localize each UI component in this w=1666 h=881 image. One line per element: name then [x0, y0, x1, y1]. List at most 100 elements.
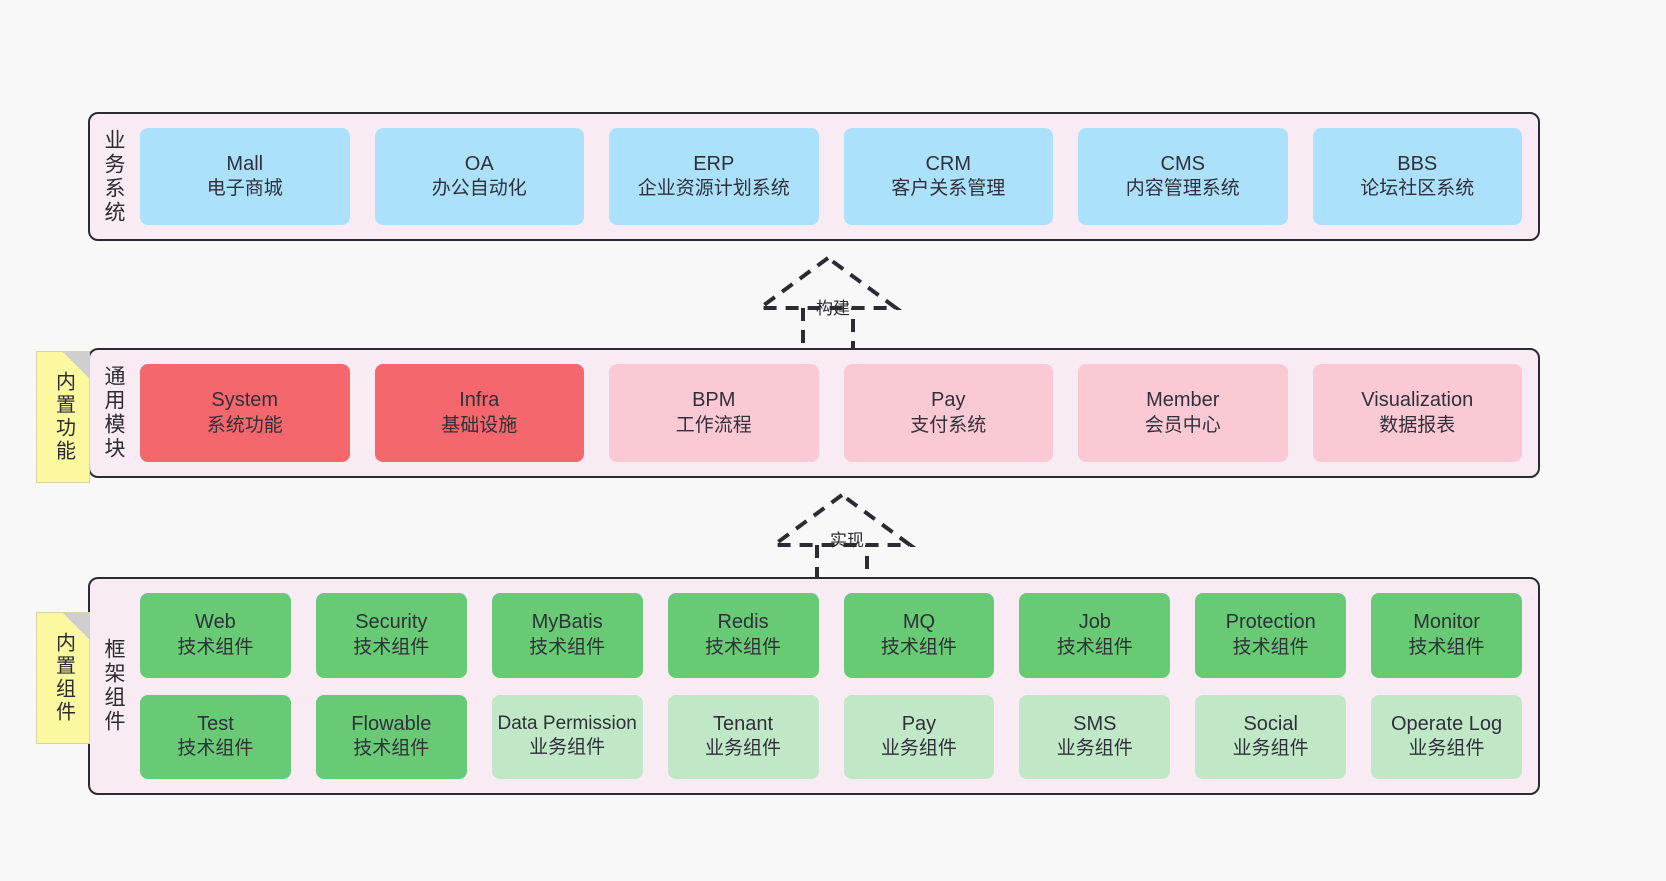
card-subtitle: 技术组件 [1232, 636, 1309, 658]
card-cms[interactable]: CMS 内容管理系统 [1078, 128, 1288, 225]
note-label: 内置组件 [52, 632, 75, 724]
card-subtitle: 电子商城 [206, 178, 283, 200]
card-title: Pay [901, 712, 937, 735]
card-infra[interactable]: Infra 基础设施 [374, 364, 584, 462]
card-title: Job [1078, 611, 1111, 634]
card-subtitle: 会员中心 [1144, 414, 1221, 436]
card-flowable[interactable]: Flowable 技术组件 [315, 694, 467, 779]
card-monitor[interactable]: Monitor 技术组件 [1371, 593, 1522, 678]
card-system[interactable]: System 系统功能 [140, 364, 350, 462]
card-title: System [211, 389, 279, 412]
card-title: Redis [717, 611, 769, 634]
card-title: Protection [1225, 611, 1316, 634]
card-subtitle: 数据报表 [1379, 414, 1456, 436]
card-title: Operate Log [1390, 712, 1503, 735]
card-title: Pay [931, 389, 966, 412]
layer-title-common-modules: 通用模块 [102, 365, 126, 461]
card-web[interactable]: Web 技术组件 [140, 593, 291, 678]
card-title: Data Permission [497, 713, 637, 735]
card-bbs[interactable]: BBS 论坛社区系统 [1312, 128, 1522, 225]
layer-body-business-systems: Mall 电子商城 OA 办公自动化 ERP 企业资源计划系统 CRM 客户关系… [136, 114, 1538, 239]
card-subtitle: 技术组件 [1056, 636, 1133, 658]
layer-panel-framework-components: 框架组件 Web 技术组件 Security 技术组件 MyBatis 技术组件… [88, 577, 1540, 795]
card-subtitle: 系统功能 [206, 414, 283, 436]
card-subtitle: 论坛社区系统 [1360, 178, 1475, 200]
card-data-permission[interactable]: Data Permission 业务组件 [491, 694, 643, 779]
card-subtitle: 技术组件 [177, 636, 254, 658]
card-visualization[interactable]: Visualization 数据报表 [1312, 364, 1522, 462]
card-title: Mall [226, 152, 264, 175]
note-builtin-features: 内置功能 [36, 351, 90, 483]
note-label: 内置功能 [52, 371, 75, 463]
layer-row: Mall 电子商城 OA 办公自动化 ERP 企业资源计划系统 CRM 客户关系… [140, 128, 1522, 225]
card-subtitle: 内容管理系统 [1125, 178, 1240, 200]
card-title: MQ [902, 611, 936, 634]
card-title: BBS [1397, 152, 1438, 175]
card-title: Test [197, 712, 234, 735]
card-mall[interactable]: Mall 电子商城 [140, 128, 350, 225]
card-mybatis[interactable]: MyBatis 技术组件 [491, 593, 643, 678]
card-job[interactable]: Job 技术组件 [1019, 593, 1171, 678]
card-title: CMS [1160, 152, 1205, 175]
layer-title-business-systems: 业务系统 [102, 128, 126, 225]
connector-label-build: 构建 [816, 299, 850, 318]
card-subtitle: 技术组件 [1408, 636, 1485, 658]
card-title: Visualization [1361, 389, 1474, 412]
layer-title-framework-components: 框架组件 [102, 638, 126, 734]
card-social[interactable]: Social 业务组件 [1195, 694, 1347, 779]
card-bpm[interactable]: BPM 工作流程 [609, 364, 819, 462]
layer-row: Web 技术组件 Security 技术组件 MyBatis 技术组件 Redi… [140, 593, 1522, 678]
card-subtitle: 基础设施 [441, 414, 518, 436]
card-operate-log[interactable]: Operate Log 业务组件 [1371, 694, 1522, 779]
card-test[interactable]: Test 技术组件 [140, 694, 291, 779]
card-subtitle: 企业资源计划系统 [637, 178, 790, 200]
card-subtitle: 客户关系管理 [891, 178, 1006, 200]
card-crm[interactable]: CRM 客户关系管理 [843, 128, 1053, 225]
layer-body-common-modules: System 系统功能 Infra 基础设施 BPM 工作流程 Pay 支付系统… [136, 350, 1538, 476]
card-title: Social [1243, 712, 1298, 735]
card-oa[interactable]: OA 办公自动化 [374, 128, 584, 225]
card-subtitle: 业务组件 [1232, 738, 1309, 760]
card-redis[interactable]: Redis 技术组件 [667, 593, 819, 678]
card-protection[interactable]: Protection 技术组件 [1195, 593, 1347, 678]
page-fold-icon [63, 613, 89, 639]
layer-row: System 系统功能 Infra 基础设施 BPM 工作流程 Pay 支付系统… [140, 364, 1522, 462]
card-title: OA [464, 152, 494, 175]
card-mq[interactable]: MQ 技术组件 [843, 593, 995, 678]
card-subtitle: 业务组件 [705, 738, 782, 760]
card-subtitle: 技术组件 [880, 636, 957, 658]
card-subtitle: 技术组件 [705, 636, 782, 658]
layer-body-framework-components: Web 技术组件 Security 技术组件 MyBatis 技术组件 Redi… [136, 579, 1538, 793]
card-subtitle: 业务组件 [529, 736, 606, 758]
card-title: Flowable [351, 712, 432, 735]
card-security[interactable]: Security 技术组件 [315, 593, 467, 678]
card-subtitle: 支付系统 [910, 414, 987, 436]
layer-row: Test 技术组件 Flowable 技术组件 Data Permission … [140, 694, 1522, 779]
page-fold-icon [63, 352, 89, 378]
card-title: BPM [692, 389, 736, 412]
card-subtitle: 技术组件 [529, 636, 606, 658]
card-erp[interactable]: ERP 企业资源计划系统 [609, 128, 819, 225]
card-pay-component[interactable]: Pay 业务组件 [843, 694, 995, 779]
layer-panel-business-systems: 业务系统 Mall 电子商城 OA 办公自动化 ERP 企业资源计划系统 CRM… [88, 112, 1540, 241]
note-builtin-components: 内置组件 [36, 612, 90, 744]
card-subtitle: 工作流程 [675, 414, 752, 436]
card-subtitle: 技术组件 [177, 738, 254, 760]
card-subtitle: 技术组件 [353, 738, 430, 760]
card-title: Security [355, 611, 428, 634]
card-subtitle: 技术组件 [353, 636, 430, 658]
card-member[interactable]: Member 会员中心 [1078, 364, 1288, 462]
card-title: SMS [1073, 712, 1117, 735]
card-title: ERP [693, 152, 735, 175]
card-title: Monitor [1413, 611, 1480, 634]
card-sms[interactable]: SMS 业务组件 [1019, 694, 1171, 779]
card-pay-module[interactable]: Pay 支付系统 [843, 364, 1053, 462]
card-subtitle: 办公自动化 [431, 178, 527, 200]
card-subtitle: 业务组件 [880, 738, 957, 760]
card-title: CRM [925, 152, 972, 175]
card-subtitle: 业务组件 [1408, 738, 1485, 760]
card-subtitle: 业务组件 [1056, 738, 1133, 760]
card-tenant[interactable]: Tenant 业务组件 [667, 694, 819, 779]
connector-label-implement: 实现 [830, 531, 864, 550]
